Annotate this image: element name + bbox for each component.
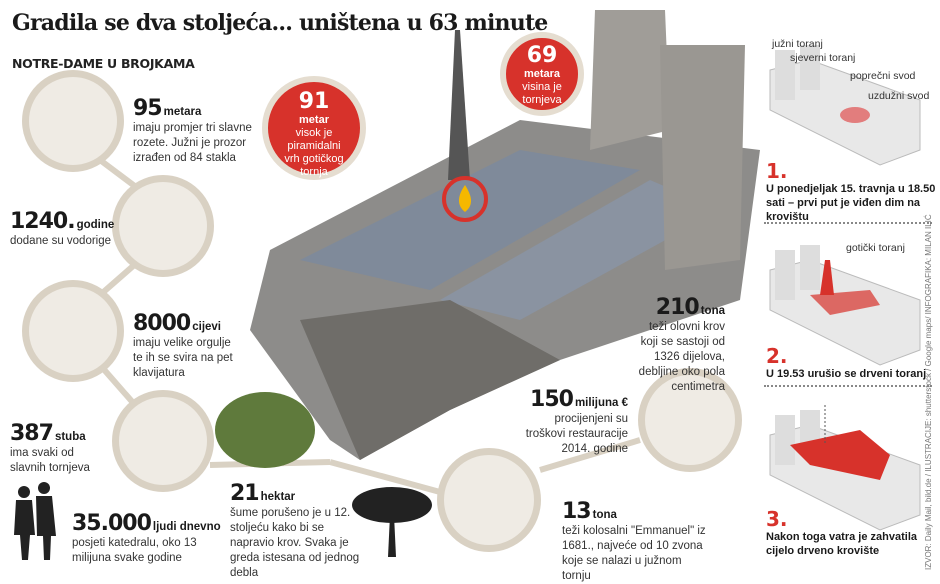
divider xyxy=(764,385,932,387)
fact-number: 95 xyxy=(133,96,163,121)
timeline-models xyxy=(769,45,921,531)
fact-number: 1240. xyxy=(10,209,76,234)
fact-text: ima svaki od slavnih tornjeva xyxy=(10,447,90,474)
fact-text: šume porušeno je u 12. stoljeću kako bi … xyxy=(230,507,360,579)
timeline-step-3: 3.Nakon toga vatra je zahvatila cijelo d… xyxy=(766,507,917,557)
gargoyle-icon xyxy=(112,175,214,277)
fact-text: imaju promjer tri slavne rozete. Južni j… xyxy=(133,122,252,164)
fact-unit: hektar xyxy=(260,491,296,503)
fact-gargoyles: 1240.godine dodane su vodorige xyxy=(10,210,120,249)
organ-icon xyxy=(22,280,124,382)
fact-unit: tona xyxy=(700,305,725,317)
fact-number: 387 xyxy=(10,421,54,446)
fact-unit: tona xyxy=(592,509,617,521)
fire-marker xyxy=(442,176,488,222)
fact-number: 210 xyxy=(655,295,700,320)
label-transept: poprečni svod xyxy=(850,70,916,82)
fact-unit: metara xyxy=(163,106,202,118)
fact-text: procijenjeni su troškovi restauracije 20… xyxy=(525,413,628,455)
man-silhouette-icon xyxy=(638,368,742,472)
tree-icon xyxy=(352,487,432,557)
fact-unit: cijevi xyxy=(192,321,222,333)
cathedral-facade-icon xyxy=(22,70,124,172)
divider xyxy=(764,222,932,224)
page-subtitle: NOTRE-DAME U BROJKAMA xyxy=(12,56,195,71)
fact-text: imaju velike orgulje te ih se svira na p… xyxy=(133,337,233,379)
fact-number: 13 xyxy=(562,499,592,524)
label-south-tower: južni toranj xyxy=(772,38,823,50)
page-title: Gradila se dva stoljeća... uništena u 63… xyxy=(12,10,548,36)
timeline-step-2: 2.U 19.53 urušio se drveni toranj xyxy=(766,344,927,380)
label-north-tower: sjeverni toranj xyxy=(790,52,856,64)
fact-text: posjeti katedralu, oko 13 milijuna svake… xyxy=(72,537,197,564)
fact-text: dodane su vodorige xyxy=(10,235,112,247)
bell-icon xyxy=(437,448,541,552)
fact-unit: ljudi dnevno xyxy=(152,521,221,533)
fact-number: 150 xyxy=(530,387,574,412)
credit-line: IZVOR: Daily Mail, bild.de / ILUSTRACIJE… xyxy=(924,214,933,570)
label-nave: uzdužni svod xyxy=(868,90,930,102)
label-gothic-spire: gotički toranj xyxy=(846,242,905,254)
spiral-stairs-icon xyxy=(112,390,214,492)
people-icon xyxy=(14,482,56,560)
cathedral-image xyxy=(215,10,760,468)
fact-unit: stuba xyxy=(54,431,86,443)
fact-unit: milijuna € xyxy=(574,397,628,409)
timeline-step-1: 1.U ponedjeljak 15. travnja u 18.50 sati… xyxy=(766,159,936,223)
fact-number: 8000 xyxy=(133,311,191,336)
fire-icon xyxy=(458,185,472,212)
fact-number: 21 xyxy=(230,481,260,506)
fact-text: teži olovni krov koji se sastoji od 1326… xyxy=(638,321,725,393)
fact-unit: godine xyxy=(76,219,115,231)
fact-text: teži kolosalni "Emmanuel" iz 1681., najv… xyxy=(562,525,706,582)
fact-number: 35.000 xyxy=(72,511,152,536)
